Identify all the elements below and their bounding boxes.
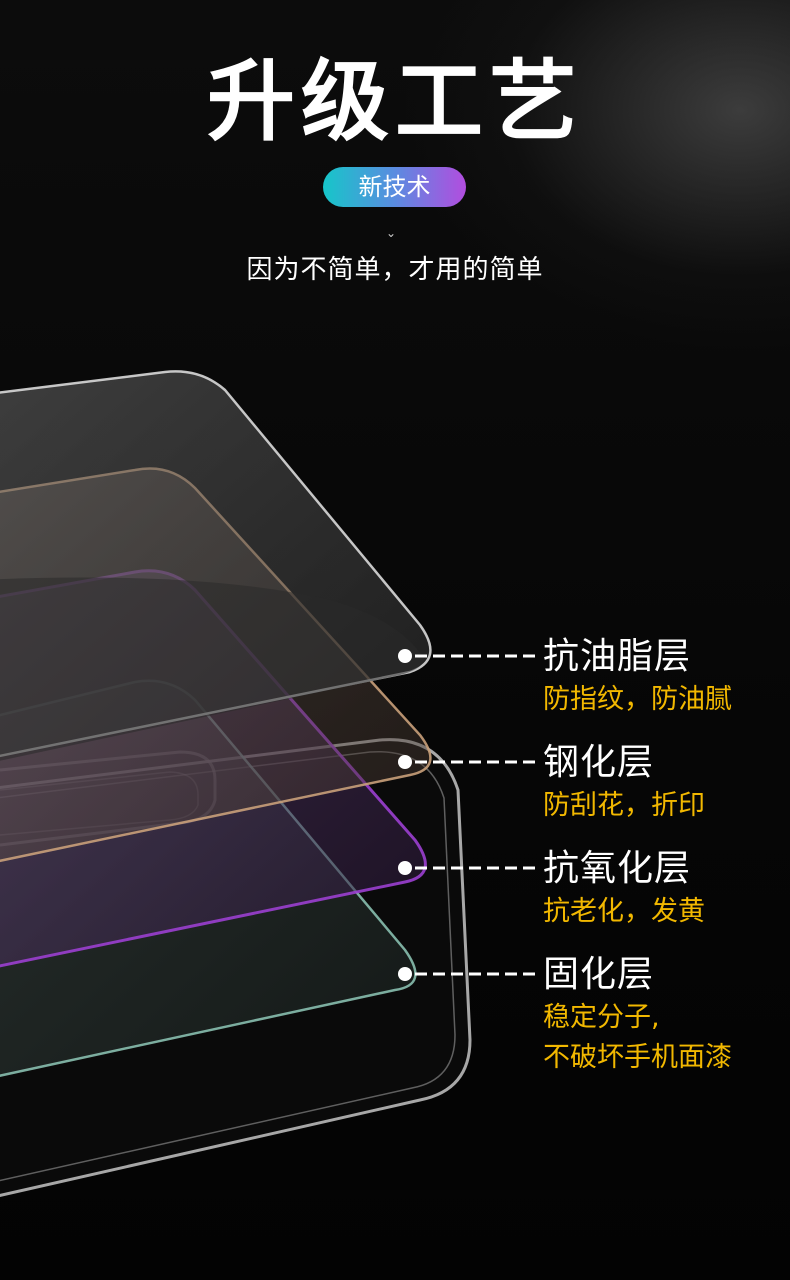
page-title: 升级工艺 [206, 50, 583, 153]
new-tech-badge: 新技术 [323, 167, 466, 207]
connector-2 [398, 755, 535, 769]
layer-top-highlight [0, 577, 425, 761]
layer-label-cured: 固化层 [543, 954, 655, 995]
chevron-down-icon: ⌄ [386, 226, 397, 240]
page-subtitle: 因为不简单，才用的简单 [246, 255, 544, 285]
layer-desc-tempered: 防刮花，折印 [543, 790, 705, 821]
connector-1 [398, 649, 535, 663]
layer-desc-oil: 防指纹，防油腻 [543, 684, 732, 715]
connector-4 [398, 967, 535, 981]
layer-label-tempered: 钢化层 [543, 742, 655, 783]
layer-desc-antioxidant: 抗老化，发黄 [543, 896, 705, 927]
connector-3 [398, 861, 535, 875]
layer-desc-cured-line1: 稳定分子, [543, 1002, 660, 1033]
layer-label-oil: 抗油脂层 [543, 636, 692, 677]
layer-desc-cured-line2: 不破坏手机面漆 [543, 1042, 732, 1073]
layer-label-antioxidant: 抗氧化层 [543, 848, 692, 889]
